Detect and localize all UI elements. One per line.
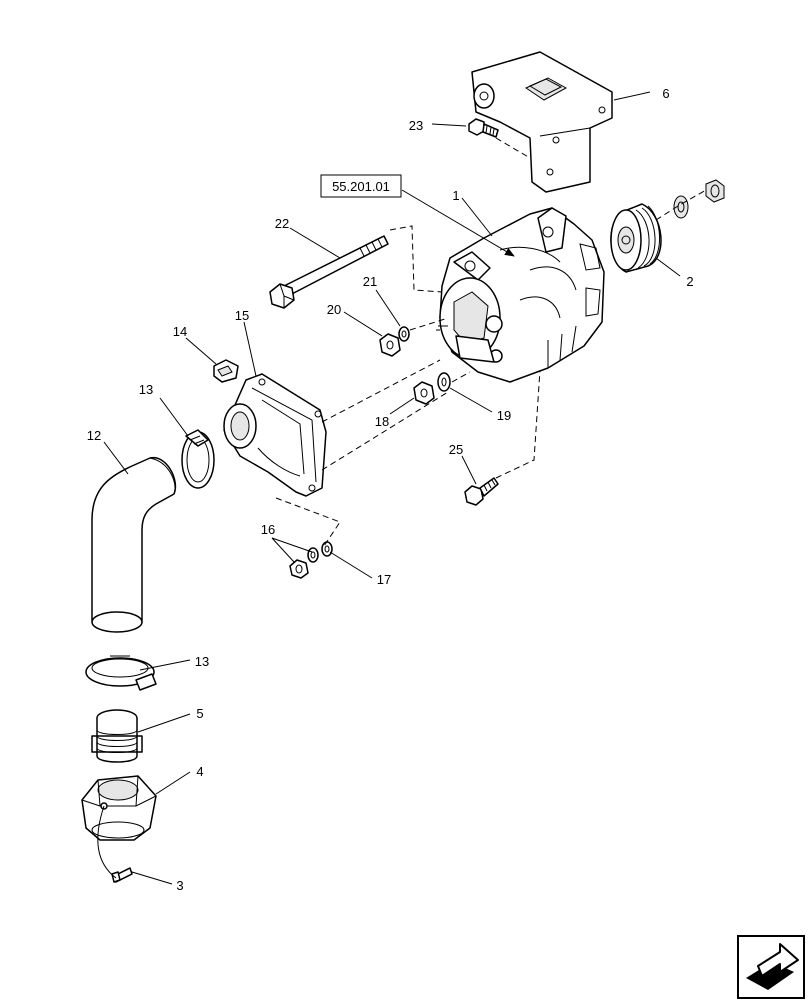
alternator-part	[436, 207, 605, 383]
next-page-arrow-icon[interactable]	[737, 935, 805, 999]
pulley-washer-part	[673, 195, 689, 219]
callout-6: 6	[662, 86, 669, 101]
threaded-adaptor-5-part	[91, 709, 143, 763]
callout-23: 23	[409, 118, 423, 133]
pulley-part	[610, 203, 662, 273]
callout-12: 12	[87, 428, 101, 443]
callout-3: 3	[176, 878, 183, 893]
mounting-bracket-part	[471, 51, 613, 193]
nut-16-part	[289, 559, 309, 579]
bolt-25-part	[464, 477, 499, 506]
callout-13-top: 13	[139, 382, 153, 397]
leader-lines	[97, 91, 681, 885]
hose-12-part	[91, 457, 177, 633]
callout-5: 5	[196, 706, 203, 721]
bolt-22-part	[269, 235, 389, 309]
callout-14: 14	[173, 324, 187, 339]
reference-box-label: 55.201.01	[332, 179, 390, 194]
callout-20: 20	[327, 302, 341, 317]
screw-3-part	[111, 867, 133, 883]
callout-4: 4	[196, 764, 203, 779]
callout-13-bottom: 13	[195, 654, 209, 669]
washer-21-part	[398, 326, 410, 342]
callout-15: 15	[235, 308, 249, 323]
nut-18-part	[413, 381, 435, 405]
callout-2: 2	[686, 274, 693, 289]
nut-20-part	[379, 333, 401, 357]
hose-clamp-13-top-part	[181, 429, 215, 489]
bolt-23-part	[468, 118, 499, 138]
callout-18: 18	[375, 414, 389, 429]
callout-labels: 1 2 3 4 5 6 12 13 13 14 15 16 17 18 19 2…	[87, 86, 694, 893]
assembly-lines	[275, 137, 707, 547]
reference-box[interactable]: 55.201.01	[320, 174, 402, 198]
callout-1: 1	[452, 188, 459, 203]
washer-19-part	[437, 372, 451, 392]
callout-17: 17	[377, 572, 391, 587]
washer-17-part	[321, 541, 333, 557]
intake-adaptor-15-part	[223, 373, 327, 497]
callout-19: 19	[497, 408, 511, 423]
washer-16-part	[307, 547, 319, 563]
callout-21: 21	[363, 274, 377, 289]
gasket-14-part	[213, 359, 239, 383]
pulley-nut-part	[705, 179, 725, 203]
hose-clamp-13-bottom-part	[85, 655, 157, 691]
callout-22: 22	[275, 216, 289, 231]
fitting-4-part	[81, 775, 157, 841]
callout-16: 16	[261, 522, 275, 537]
callout-25: 25	[449, 442, 463, 457]
